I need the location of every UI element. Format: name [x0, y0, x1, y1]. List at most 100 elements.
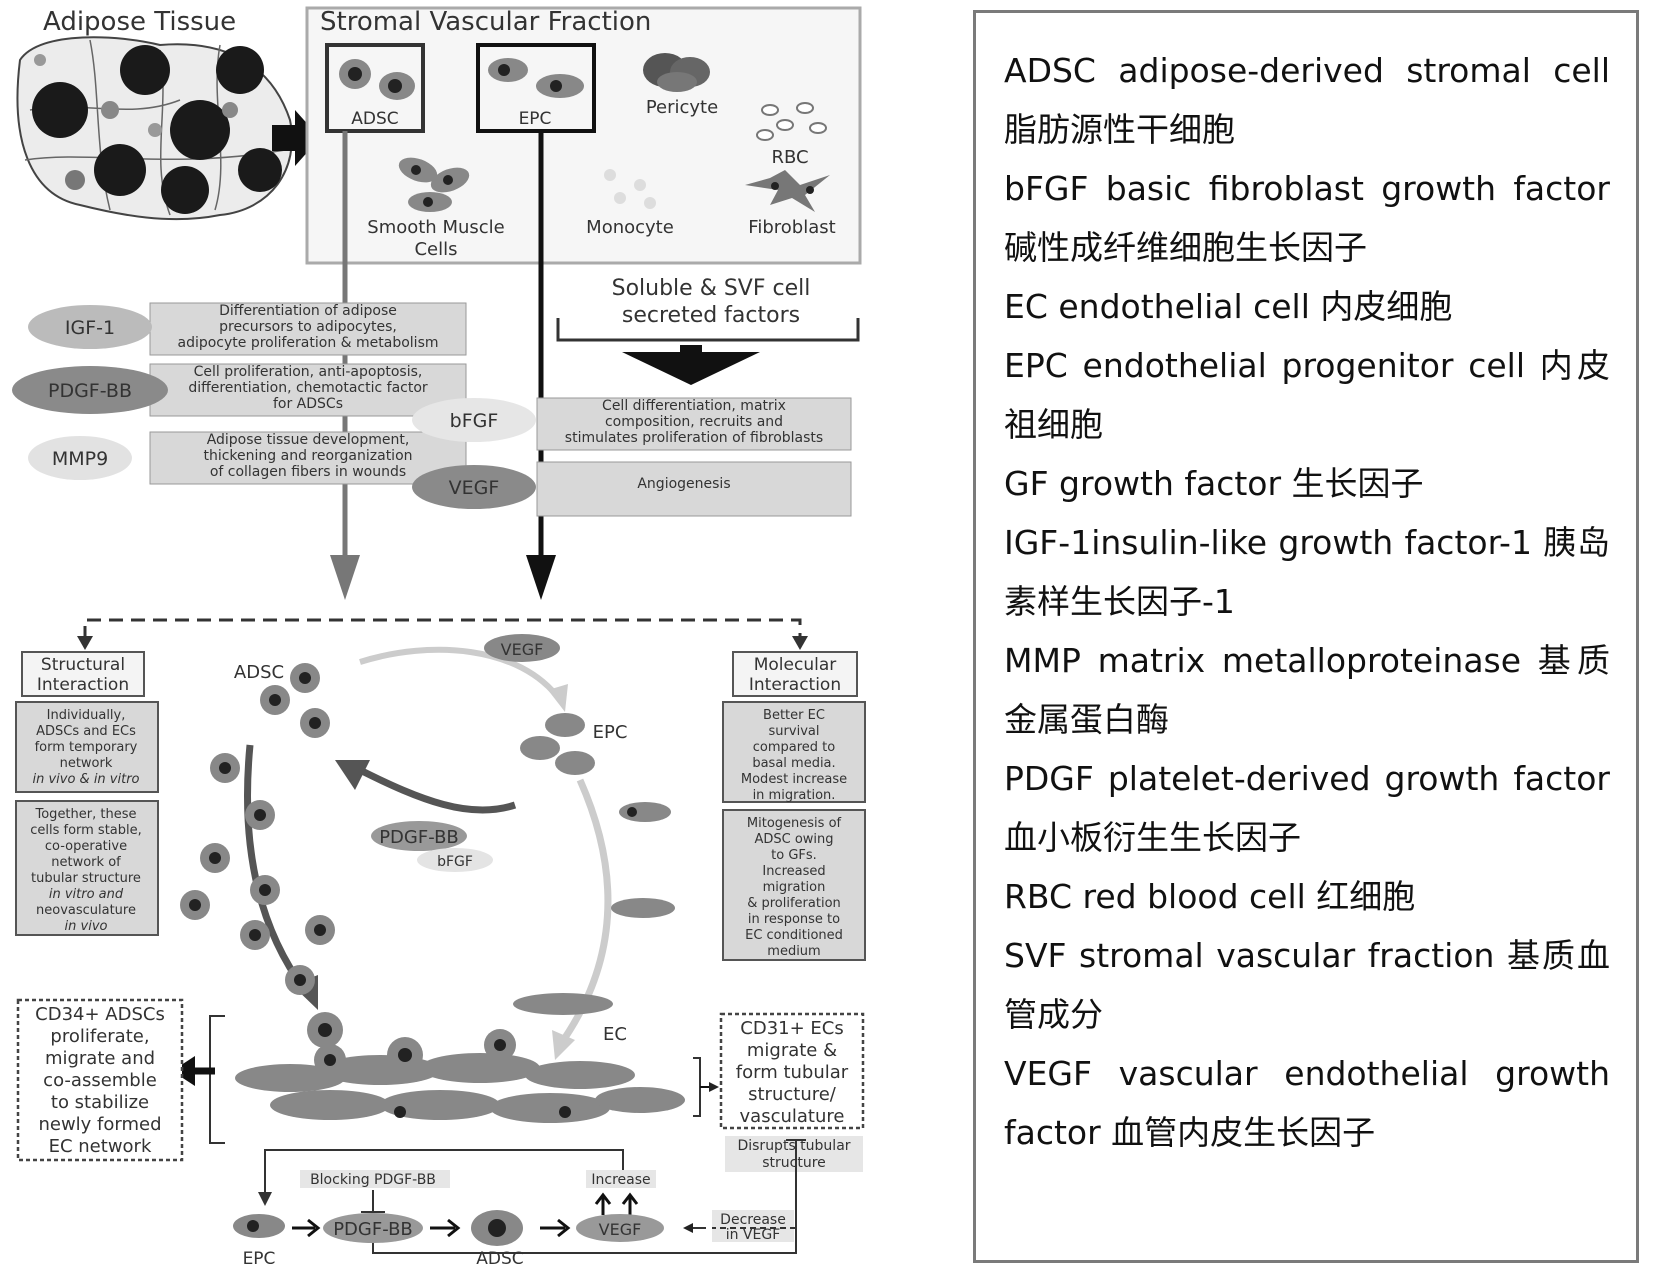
factor-mmp9: MMP9 Adipose tissue development, thicken… — [28, 431, 467, 485]
svg-text:of collagen fibers in wounds: of collagen fibers in wounds — [210, 464, 406, 480]
svg-text:tubular structure: tubular structure — [31, 871, 141, 886]
svg-text:migrate &: migrate & — [747, 1040, 837, 1061]
svf-epc-label: EPC — [519, 109, 552, 129]
svg-text:PDGF-BB: PDGF-BB — [48, 380, 132, 402]
svg-text:to stabilize: to stabilize — [51, 1092, 149, 1113]
svg-text:EC network: EC network — [49, 1136, 152, 1157]
abbreviation-glossary: ADSC adipose-derived stromal cell 脂肪源性干细… — [973, 10, 1639, 1263]
pericyte-label: Pericyte — [646, 97, 718, 118]
svg-text:MMP9: MMP9 — [52, 448, 108, 470]
bottom-epc-label: EPC — [243, 1249, 276, 1269]
cd34-adsc-box: CD34+ ADSCs proliferate, migrate and co-… — [16, 998, 184, 1162]
soluble-factors-arrow — [622, 345, 760, 385]
glossary-entry-adsc: ADSC adipose-derived stromal cell 脂肪源性干细… — [1004, 51, 1610, 149]
molecular-interaction-panel: Molecular Interaction Better EC survival… — [722, 651, 866, 961]
svg-text:survival: survival — [769, 724, 820, 739]
structural-interaction-panel: Structural Interaction Individually, ADS… — [15, 651, 159, 936]
glossary-entry-gf: GF growth factor 生长因子 — [1004, 464, 1424, 503]
svg-text:in vivo: in vivo — [65, 919, 108, 934]
svg-text:network: network — [60, 756, 113, 771]
svg-text:Better EC: Better EC — [763, 708, 825, 723]
svg-text:Individually,: Individually, — [47, 708, 126, 723]
svg-text:basal media.: basal media. — [752, 756, 835, 771]
svg-text:ADSCs and ECs: ADSCs and ECs — [36, 724, 136, 739]
svg-text:stimulates proliferation of fi: stimulates proliferation of fibroblasts — [565, 430, 823, 446]
svg-text:composition, recruits and: composition, recruits and — [605, 414, 783, 430]
decrease-label-2: in VEGF — [726, 1227, 781, 1243]
svg-text:proliferate,: proliferate, — [50, 1026, 149, 1047]
cycle-ec-label: EC — [603, 1024, 627, 1045]
glossary-entry-vegf: VEGF vascular endothelial growth factor … — [1004, 1054, 1610, 1152]
svg-text:form temporary: form temporary — [35, 740, 138, 755]
svg-text:co-assemble: co-assemble — [43, 1070, 157, 1091]
svg-text:Increased: Increased — [762, 864, 825, 879]
svg-text:& proliferation: & proliferation — [747, 896, 841, 911]
epc-flow-arrowhead — [526, 555, 556, 600]
blocking-pdgf-label: Blocking PDGF-BB — [310, 1172, 436, 1188]
factor-pdgf-bb: PDGF-BB Cell proliferation, anti-apoptos… — [12, 363, 467, 417]
svg-text:CD34+ ADSCs: CD34+ ADSCs — [35, 1004, 165, 1025]
svg-text:Disrupts tubular: Disrupts tubular — [737, 1138, 850, 1154]
factor-bfgf: bFGF Cell differentiation, matrix compos… — [412, 397, 852, 451]
svg-text:in vivo & in vitro: in vivo & in vitro — [32, 772, 139, 787]
interaction-cycle: VEGF ADSC EPC PDGF-BB bFGF EC — [180, 634, 701, 1144]
svg-text:Mitogenesis of: Mitogenesis of — [747, 816, 842, 831]
cycle-epc-label: EPC — [593, 722, 628, 743]
soluble-factors-label-2: secreted factors — [622, 303, 800, 328]
svg-text:medium: medium — [767, 944, 820, 959]
bottom-pdgf-label: PDGF-BB — [333, 1219, 413, 1240]
soluble-factors-label-1: Soluble & SVF cell — [612, 276, 811, 301]
cd31-ec-box: CD31+ ECs migrate & form tubular structu… — [719, 1012, 865, 1130]
adsc-box — [325, 43, 425, 133]
glossary-entry-igf1: IGF-1insulin-like growth factor-1 胰岛素样生长… — [1004, 523, 1610, 621]
glossary-entry-mmp: MMP matrix metalloproteinase 基质金属蛋白酶 — [1004, 641, 1610, 739]
factor-vegf: VEGF Angiogenesis — [412, 461, 852, 517]
svg-text:in vitro and: in vitro and — [49, 887, 124, 902]
glossary-entry-bfgf: bFGF basic fibroblast growth factor 碱性成纤… — [1004, 169, 1610, 267]
svg-text:co-operative: co-operative — [45, 839, 127, 854]
svg-text:adipocyte proliferation & meta: adipocyte proliferation & metabolism — [177, 335, 438, 351]
svg-text:bFGF: bFGF — [450, 410, 499, 432]
glossary-entry-rbc: RBC red blood cell 红细胞 — [1004, 877, 1416, 916]
feedback-loop: Blocking PDGF-BB Increase Decrease in VE… — [233, 1139, 806, 1269]
svg-text:in response to: in response to — [748, 912, 840, 927]
svg-text:neovasculature: neovasculature — [36, 903, 136, 918]
svg-text:structure: structure — [762, 1155, 826, 1171]
svg-text:Cell differentiation, matrix: Cell differentiation, matrix — [602, 398, 786, 414]
adipose-tissue-label: Adipose Tissue — [43, 7, 236, 37]
cycle-vegf-label: VEGF — [501, 640, 544, 659]
svf-adsc-label: ADSC — [351, 109, 398, 129]
svg-text:differentiation, chemotactic f: differentiation, chemotactic factor — [188, 380, 428, 396]
svg-text:Cell proliferation, anti-apopt: Cell proliferation, anti-apoptosis, — [194, 364, 423, 380]
factor-igf1: IGF-1 Differentiation of adipose precurs… — [28, 302, 467, 356]
glossary-entry-svf: SVF stromal vascular fraction 基质血管成分 — [1004, 936, 1610, 1034]
svg-text:compared to: compared to — [753, 740, 836, 755]
svf-title: Stromal Vascular Fraction — [320, 7, 651, 37]
svg-text:network of: network of — [51, 855, 121, 870]
smooth-muscle-label-2: Cells — [414, 239, 457, 260]
glossary-entry-pdgf: PDGF platelet-derived growth factor 血小板衍… — [1004, 759, 1610, 857]
cycle-bfgf-label: bFGF — [437, 854, 473, 870]
bottom-vegf-label: VEGF — [599, 1220, 642, 1239]
ec-network-nuclei — [189, 672, 637, 1118]
svg-text:Differentiation of adipose: Differentiation of adipose — [219, 303, 397, 319]
svg-text:IGF-1: IGF-1 — [65, 317, 115, 339]
svg-text:Molecular: Molecular — [754, 655, 837, 675]
glossary-entry-ec: EC endothelial cell 内皮细胞 — [1004, 287, 1453, 326]
svg-text:in migration.: in migration. — [753, 788, 836, 803]
svg-text:Together, these: Together, these — [35, 807, 137, 822]
adsc-epc-interaction-diagram: Adipose Tissue Stromal Vascular Fraction… — [12, 6, 866, 1269]
svg-text:for ADSCs: for ADSCs — [273, 396, 343, 412]
smooth-muscle-label-1: Smooth Muscle — [367, 217, 504, 238]
svg-text:Interaction: Interaction — [37, 675, 129, 695]
svg-text:cells form stable,: cells form stable, — [30, 823, 142, 838]
svf-panel: Stromal Vascular Fraction ADSC EPC Peric… — [305, 6, 862, 265]
svg-text:Adipose tissue development,: Adipose tissue development, — [207, 432, 410, 448]
svg-text:vasculature: vasculature — [740, 1106, 845, 1127]
monocyte-label: Monocyte — [586, 217, 674, 238]
svg-text:ADSC owing: ADSC owing — [754, 832, 833, 847]
arrow-to-svf — [272, 110, 320, 166]
svg-text:form tubular: form tubular — [736, 1062, 849, 1083]
adipose-tissue-illustration: Adipose Tissue — [16, 7, 293, 221]
svg-text:thickening and reorganization: thickening and reorganization — [203, 448, 412, 464]
